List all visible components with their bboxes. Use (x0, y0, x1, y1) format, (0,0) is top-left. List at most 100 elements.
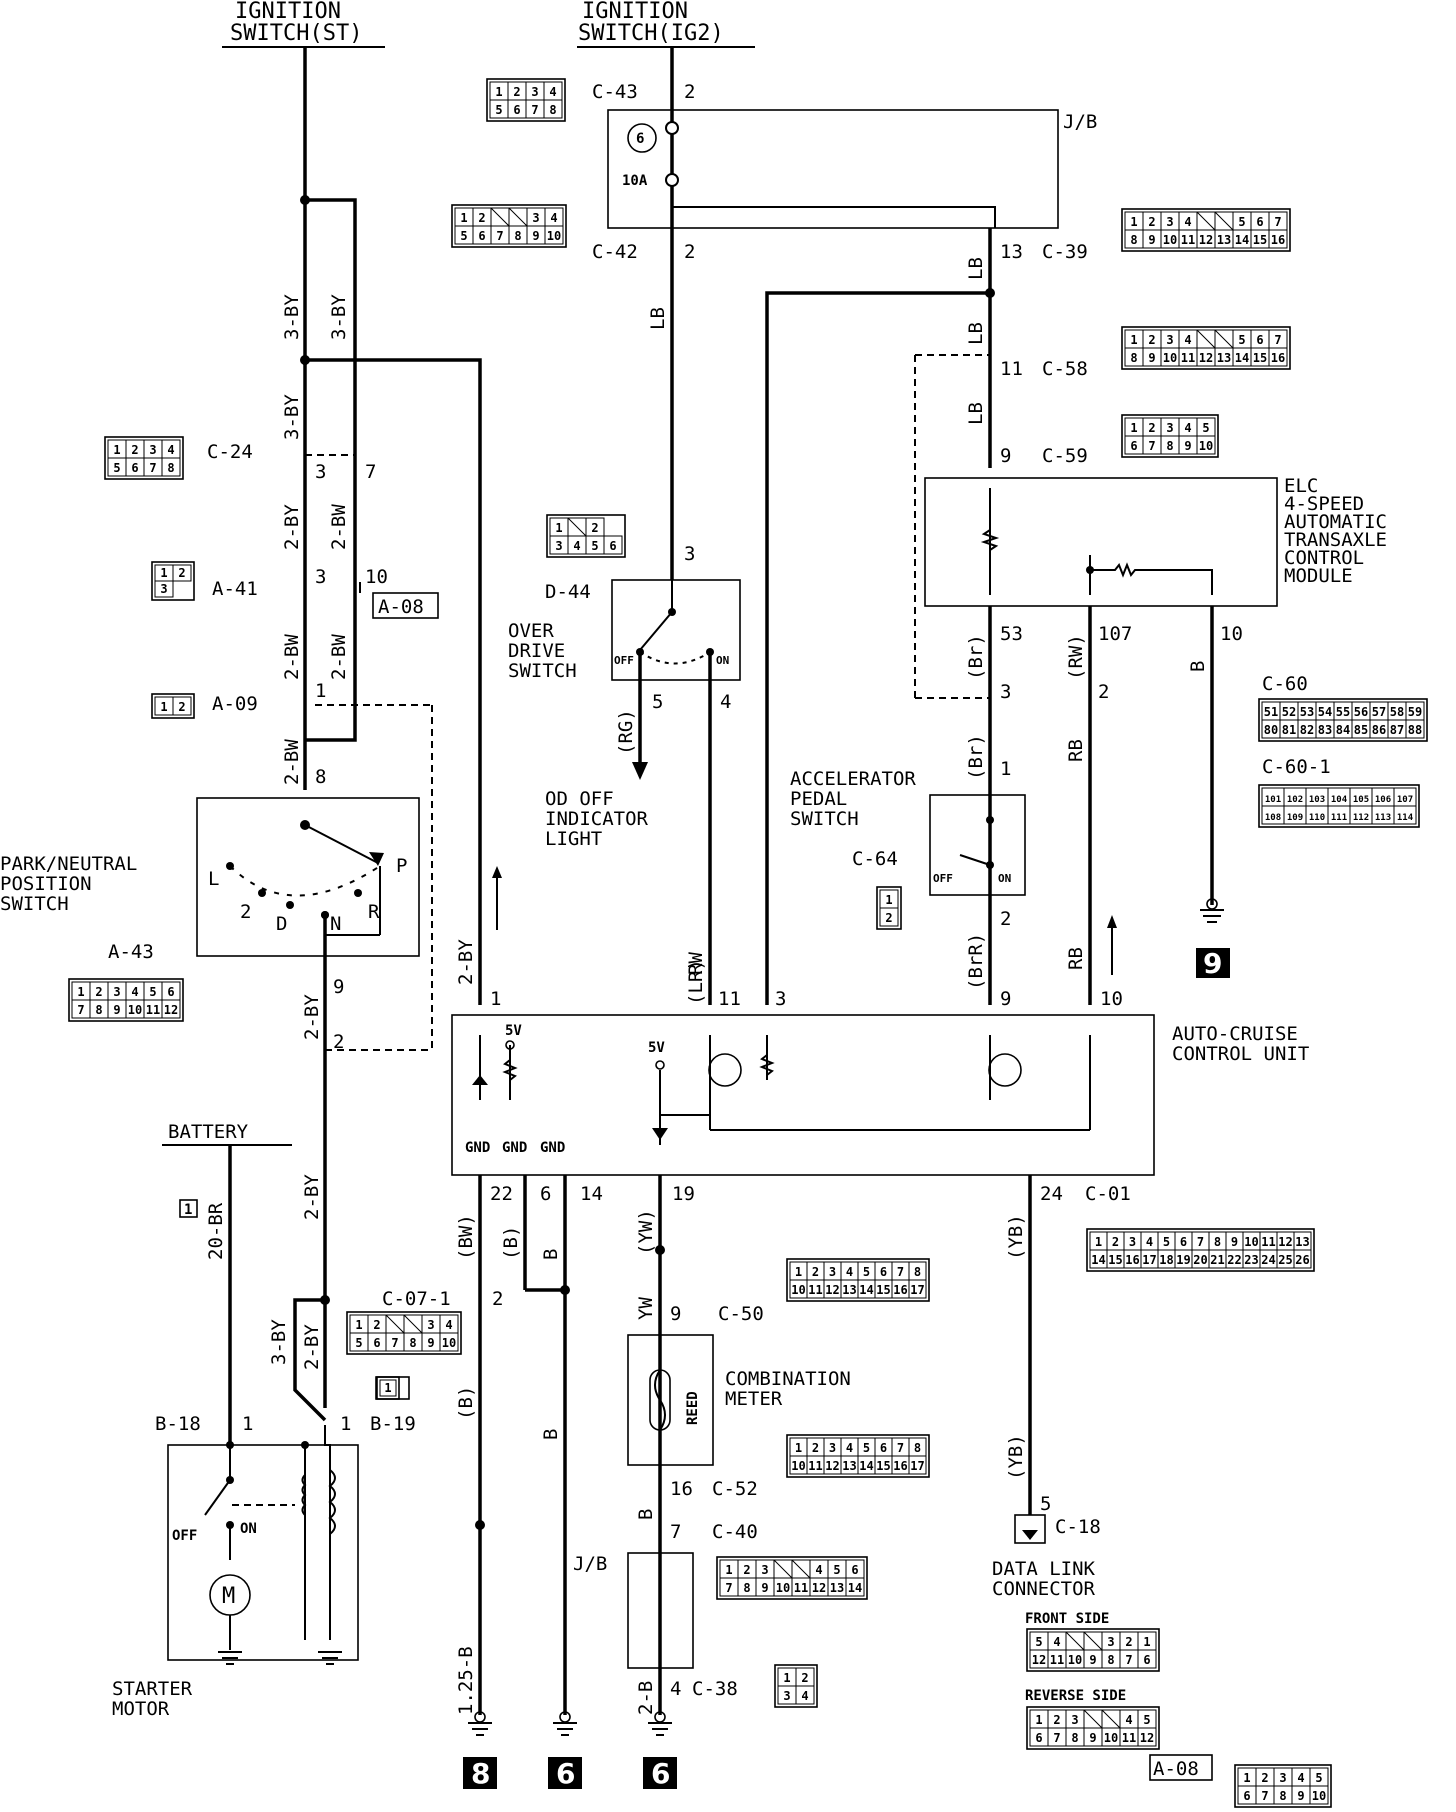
c39-pin-7: 7 (1274, 215, 1281, 229)
c58-pin-14: 14 (1235, 351, 1249, 365)
c60-connector-frame (1258, 698, 1428, 742)
gnd-label-a: GND (465, 1140, 490, 1156)
c42-pin-cell (544, 225, 564, 245)
pin-c50-9: 9 (670, 1303, 681, 1325)
pin-3-acc: 3 (1000, 681, 1011, 703)
c52-pin-4: 4 (846, 1441, 853, 1455)
c43-pin-3: 3 (531, 85, 538, 99)
c40-pin-8: 8 (743, 1581, 750, 1595)
c52-pin-7: 7 (897, 1441, 904, 1455)
c601-connector-frame (1258, 784, 1420, 828)
reverse-pin-7: 7 (1053, 1731, 1060, 1745)
c24-pin-5: 5 (113, 461, 120, 475)
pnp-label-3: SWITCH (0, 893, 69, 915)
c40-pin-10: 10 (776, 1581, 790, 1595)
reverse-pin-4: 4 (1125, 1713, 1132, 1727)
c52-pin-3: 3 (829, 1441, 836, 1455)
combo-label-1: COMBINATION (725, 1368, 851, 1390)
c42-pin-8: 8 (514, 229, 521, 243)
c24-pin-8: 8 (167, 461, 174, 475)
pin-acu-6: 6 (540, 1183, 551, 1205)
wire-2by-e: 2-BY (455, 939, 477, 985)
pin-c24-3: 3 (315, 461, 326, 483)
c39-blank-pin (1196, 211, 1216, 231)
c42-pin-5: 5 (460, 229, 467, 243)
c071-connector-frame (346, 1311, 462, 1355)
conn-c64: C-64 (852, 848, 898, 870)
conn-a43: A-43 (108, 941, 154, 963)
wire-2by-c: 2-BY (301, 1174, 323, 1220)
motor-label: M (222, 1584, 235, 1609)
c60-pin-87: 87 (1390, 723, 1404, 737)
pin-acc-2: 2 (1000, 908, 1011, 930)
c43-pin-4: 4 (549, 85, 556, 99)
reverse-pin-6: 6 (1035, 1731, 1042, 1745)
c50-pin-16: 16 (893, 1283, 907, 1297)
ground-1: 1 (184, 1202, 192, 1218)
a09-pin-cell (172, 696, 192, 716)
c52-pin-12: 12 (825, 1459, 839, 1473)
pin-c42-2: 2 (684, 241, 695, 263)
c601-pin-108: 108 (1265, 813, 1281, 823)
gnd-label-b: GND (502, 1140, 527, 1156)
accel-on: ON (998, 872, 1011, 885)
conn-c01: C-01 (1085, 1183, 1131, 1205)
a43-pin-12: 12 (164, 1003, 178, 1017)
c42-pin-2: 2 (478, 211, 485, 225)
pin-c40-7: 7 (670, 1521, 681, 1543)
pin-acu-10: 10 (1100, 988, 1123, 1010)
a08-pin-6: 6 (1243, 1789, 1250, 1803)
wire-3by-d: 3-BY (268, 1319, 290, 1365)
reverse-side-label: REVERSE SIDE (1025, 1688, 1126, 1704)
c50-pin-8: 8 (914, 1265, 921, 1279)
starter-circuit: 3-BY 3-BY 3-BY 2-BY 2-BW 2-BW 2-BW 2-BW … (207, 48, 482, 1005)
c01-pin-18: 18 (1159, 1253, 1173, 1267)
c071-pin-5: 5 (355, 1336, 362, 1350)
c58-blank-pin (1214, 329, 1234, 349)
c601-pin-112: 112 (1353, 813, 1369, 823)
conn-c18: C-18 (1055, 1516, 1101, 1538)
c42-connector-frame (451, 204, 567, 248)
ground-6a: 6 (556, 1757, 575, 1790)
d44-blank-pin (567, 517, 587, 537)
c39-pin-9: 9 (1148, 233, 1155, 247)
c40-pin-1: 1 (725, 1563, 732, 1577)
wire-rg: (RG) (615, 709, 637, 755)
c42-pin-10: 10 (547, 229, 561, 243)
a08-pin-3: 3 (1279, 1771, 1286, 1785)
c58-pin-12: 12 (1199, 351, 1213, 365)
c50-pin-14: 14 (859, 1283, 873, 1297)
c40-pin-12: 12 (812, 1581, 826, 1595)
pin-elc-107: 107 (1098, 623, 1132, 645)
c60-pin-58: 58 (1390, 705, 1404, 719)
pin-c59-9: 9 (1000, 445, 1011, 467)
pin-od-5: 5 (652, 691, 663, 713)
c52-pin-cell (908, 1455, 927, 1475)
pin-a09-1: 1 (315, 680, 326, 702)
c58-pin-10: 10 (1163, 351, 1177, 365)
wire-rw: RW (685, 952, 707, 975)
pin-acu-22: 22 (490, 1183, 513, 1205)
reverse-pin-1: 1 (1035, 1713, 1042, 1727)
od-switch-2: DRIVE (508, 640, 565, 662)
c601-pin-114: 114 (1397, 813, 1414, 823)
c43-pin-5: 5 (495, 103, 502, 117)
c39-pin-3: 3 (1166, 215, 1173, 229)
wire-yb-b: (YB) (1005, 1434, 1027, 1480)
d44-pin-5: 5 (591, 539, 598, 553)
c39-pin-cell (1268, 229, 1288, 249)
off-label: OFF (172, 1528, 197, 1544)
c01-pin-2: 2 (1112, 1235, 1119, 1249)
wire-2bw-c: 2-BW (328, 634, 350, 680)
d44-connector-frame (546, 514, 626, 558)
c071-pin-10: 10 (442, 1336, 456, 1350)
c01-pin-19: 19 (1176, 1253, 1190, 1267)
wire-3by-c: 3-BY (281, 394, 303, 440)
c39-connector-frame (1121, 208, 1291, 252)
a43-pin-2: 2 (95, 985, 102, 999)
pin-acu-11: 11 (718, 988, 741, 1010)
c39-pin-15: 15 (1253, 233, 1267, 247)
c42-pin-7: 7 (496, 229, 503, 243)
c071-pin-9: 9 (427, 1336, 434, 1350)
front-pin-2: 2 (1125, 1635, 1132, 1649)
